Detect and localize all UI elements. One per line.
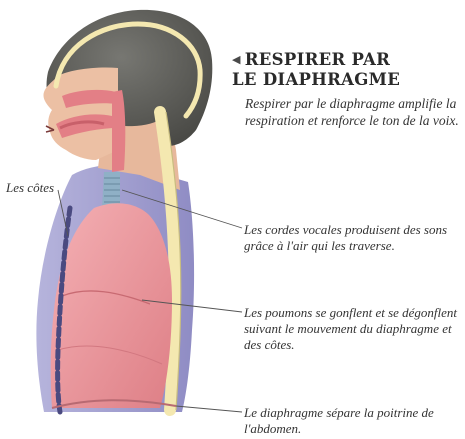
title-line-2: LE DIAPHRAGME xyxy=(232,70,400,89)
label-poumons: Les poumons se gonflent et se dégonflent… xyxy=(244,305,464,353)
leader-line-diaphragme xyxy=(176,406,242,412)
left-triangle-icon: ◀ xyxy=(232,50,241,70)
section-title: ◀RESPIRER PAR LE DIAPHRAGME xyxy=(232,50,462,90)
pharynx xyxy=(112,90,125,172)
subtitle: Respirer par le diaphragme amplifie la r… xyxy=(245,95,465,129)
label-diaphragme: Le diaphragme sépare la poitrine de l'ab… xyxy=(244,405,464,437)
label-cotes: Les côtes xyxy=(6,180,54,196)
label-cordes-vocales: Les cordes vocales produisent des sons g… xyxy=(244,222,464,254)
title-line-1: RESPIRER PAR xyxy=(245,50,390,69)
